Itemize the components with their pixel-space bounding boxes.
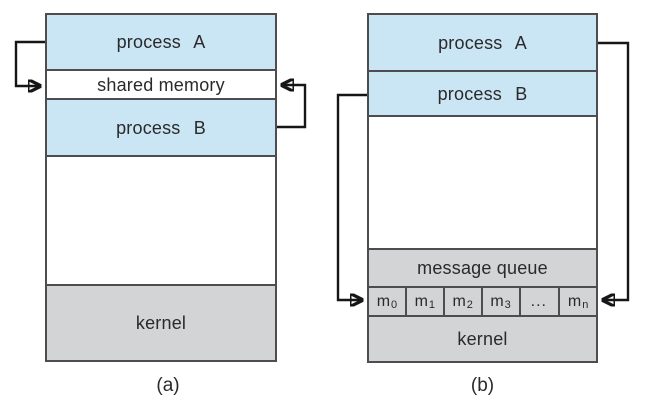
- arrow-b-process-a-to-message-queue-icon: [598, 41, 630, 300]
- diagram-b-process-a-label: process A: [438, 32, 527, 53]
- caption-b: (b): [470, 375, 495, 396]
- message-cell-mn-subscript: n: [582, 299, 589, 311]
- arrow-a-process-b-to-shared-memory-icon: [277, 85, 307, 129]
- diagram-a-kernel-label: kernel: [135, 313, 187, 333]
- message-cell-m2-subscript: 2: [466, 299, 473, 311]
- diagram-b-message-queue-row: message queue: [369, 248, 596, 288]
- message-cell-ellipsis: ...: [520, 288, 561, 315]
- diagram-a-process-a-row: process A: [47, 15, 275, 71]
- message-cell-mn-label: m: [567, 292, 582, 310]
- diagram-a-shared-memory-label: shared memory: [97, 74, 225, 95]
- diagram-a-empty-space: [47, 157, 275, 284]
- diagram-a-box: process A shared memory process B kernel: [45, 13, 277, 362]
- diagram-b-kernel-row: kernel: [369, 317, 596, 361]
- message-cell-m0-subscript: 0: [391, 299, 398, 311]
- arrow-b-process-b-to-message-queue-icon: [336, 93, 367, 300]
- diagram-a-process-a-label: process A: [116, 32, 206, 52]
- message-cell-m0-label: m: [376, 292, 391, 310]
- diagram-b-message-queue-label: message queue: [417, 258, 548, 278]
- arrow-a-process-a-to-shared-memory-icon: [14, 40, 45, 86]
- diagram-a-kernel-row: kernel: [47, 284, 275, 360]
- message-cell-m1-subscript: 1: [428, 299, 436, 311]
- caption-a: (a): [156, 375, 180, 396]
- message-cell-m3-label: m: [490, 292, 504, 310]
- diagram-a-process-b-label: process B: [116, 117, 206, 138]
- diagram-b-process-b-row: process B: [369, 72, 596, 117]
- message-cell-ellipsis-label: ...: [530, 292, 547, 310]
- diagram-b-process-b-label: process B: [437, 83, 528, 104]
- message-cell-m2-label: m: [452, 292, 466, 310]
- diagram-a-shared-memory-row: shared memory: [47, 71, 275, 100]
- message-cell-m1-label: m: [414, 292, 428, 310]
- diagram-b-kernel-label: kernel: [457, 329, 508, 349]
- diagram-b-empty-space: [369, 117, 596, 248]
- diagram-a-process-b-row: process B: [47, 100, 275, 157]
- message-cell-m3-subscript: 3: [504, 299, 511, 311]
- diagram-b-process-a-row: process A: [369, 15, 596, 72]
